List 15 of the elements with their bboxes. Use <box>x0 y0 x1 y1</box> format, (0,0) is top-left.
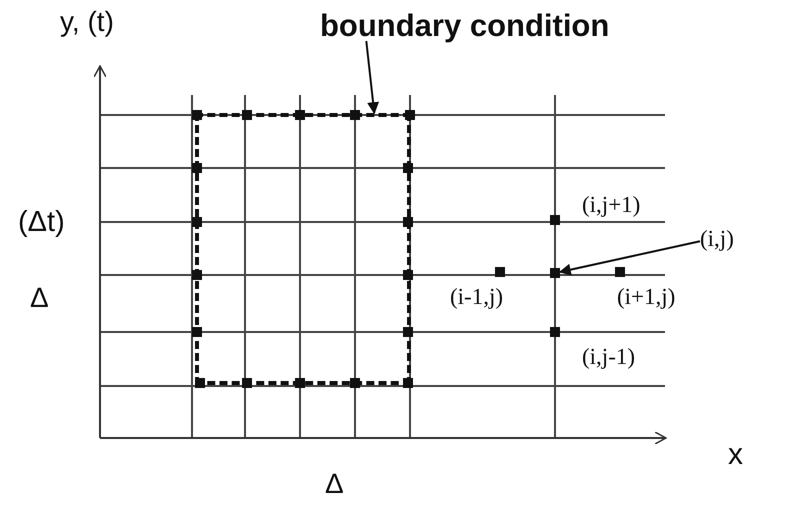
axis-label: x <box>728 440 743 470</box>
point-label: (i,j+1) <box>582 193 640 216</box>
point-label: (i+1,j) <box>617 285 676 308</box>
axis-label: (Δt) <box>18 208 65 237</box>
point-label: (i,j) <box>700 227 734 250</box>
boundary-label: boundary condition <box>320 10 610 41</box>
point-label: (i-1,j) <box>450 285 504 308</box>
axis-label: y, (t) <box>60 8 114 36</box>
grid-step-label: Δ <box>325 470 344 498</box>
point-label: (i,j-1) <box>582 345 636 368</box>
boundary-rectangle <box>195 113 411 385</box>
grid-point <box>550 268 560 278</box>
grid-step-label: Δ <box>30 284 49 312</box>
arrow <box>558 240 700 276</box>
arrow <box>365 40 380 114</box>
